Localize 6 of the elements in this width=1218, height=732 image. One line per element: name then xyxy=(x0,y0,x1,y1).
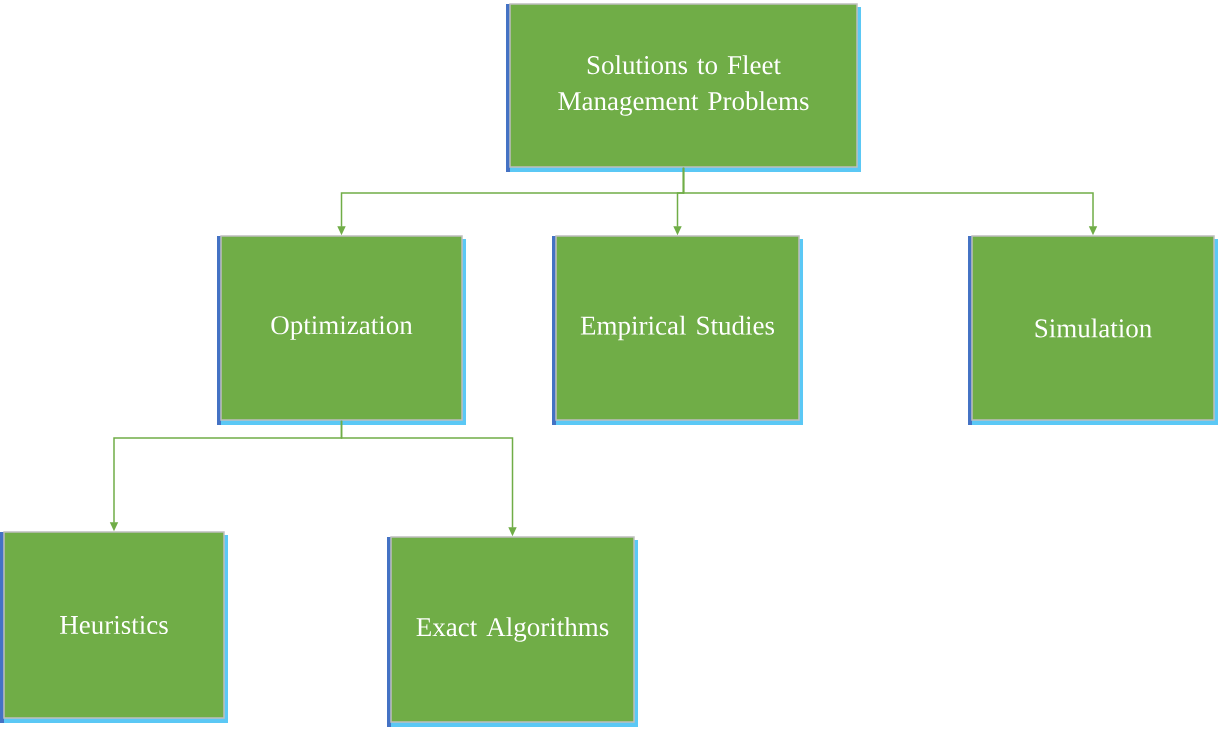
process-box: Optimization xyxy=(217,235,466,425)
process-box: Simulation xyxy=(968,235,1218,425)
process-box: Solutions to Fleet Management Problems xyxy=(506,3,861,172)
process-box: Exact Algorithms xyxy=(387,536,638,727)
process-box: Empirical Studies xyxy=(552,235,803,425)
process-box: Heuristics xyxy=(0,531,228,723)
